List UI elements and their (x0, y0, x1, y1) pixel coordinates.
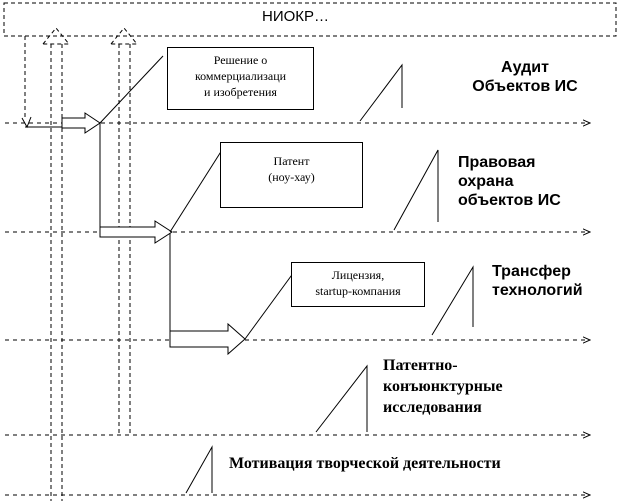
block-arrow-3 (169, 322, 246, 356)
patent-line-2: (ноу-хау) (268, 170, 315, 185)
block-arrow-1 (61, 112, 101, 134)
transfer-line-2: технологий (492, 282, 583, 300)
legal-line-2: охрана (458, 173, 514, 191)
upward-arrow-2 (110, 27, 139, 435)
stage-label-research: Патентно- конъюнктурные исследования (383, 356, 503, 418)
upward-arrow-1 (42, 27, 71, 501)
tick-legal (393, 149, 439, 231)
left-down-arrowhead (21, 116, 32, 129)
stage-label-audit: Аудит Объектов ИС (460, 58, 590, 96)
research-line-3: исследования (383, 398, 482, 416)
decision-line-1: Решение о (213, 53, 268, 67)
license-box: Лицензия, startup-компания (291, 262, 425, 307)
page-title: НИОКР… (262, 8, 330, 25)
license-line-2: startup-компания (315, 284, 401, 299)
decision-box: Решение о коммерциализаци и изобретения (167, 47, 314, 110)
audit-line-1: Аудит (501, 59, 549, 76)
decision-line-3: и изобретения (204, 85, 277, 100)
block-arrow-2 (99, 220, 173, 244)
tick-research (315, 364, 368, 433)
audit-line-2: Объектов ИС (472, 78, 578, 96)
motivation-line-1: Мотивация творческой деятельности (229, 455, 501, 472)
legal-line-3: объектов ИС (458, 192, 561, 210)
callout-patent (169, 149, 223, 233)
legal-line-1: Правовая (458, 154, 536, 171)
license-line-1: Лицензия, (331, 268, 385, 282)
patent-line-1: Патент (273, 154, 310, 168)
stage-label-transfer: Трансфер технологий (492, 262, 583, 300)
research-line-1: Патентно- (383, 357, 458, 374)
callout-decision (99, 55, 164, 124)
transfer-line-1: Трансфер (492, 263, 571, 280)
tick-audit (359, 63, 403, 122)
decision-line-2: коммерциализаци (194, 69, 287, 84)
tick-transfer (431, 265, 474, 336)
tick-motivation (185, 445, 213, 494)
stage-label-motivation: Мотивация творческой деятельности (229, 454, 501, 473)
research-line-2: конъюнктурные (383, 377, 503, 395)
callout-license (244, 271, 295, 340)
patent-box: Патент (ноу-хау) (220, 142, 363, 208)
stage-label-legal: Правовая охрана объектов ИС (458, 153, 561, 211)
